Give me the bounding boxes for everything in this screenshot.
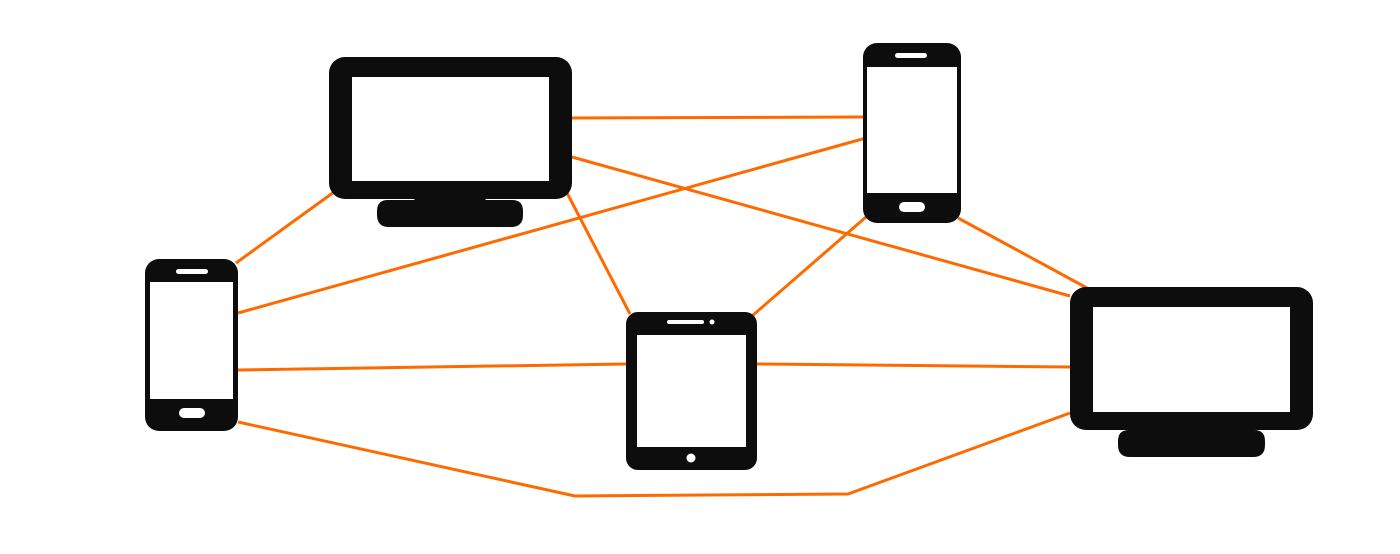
tablet-icon <box>626 312 757 470</box>
network-links <box>235 115 1088 498</box>
link-monitor-left-to-phone-top <box>569 115 865 120</box>
link-phone-top-to-monitor-right <box>957 216 1088 290</box>
link-tablet-center-to-monitor-right <box>756 362 1071 369</box>
smartphone-icon <box>145 259 238 431</box>
monitor-icon <box>329 57 572 227</box>
link-monitor-left-to-monitor-right <box>571 155 1071 298</box>
link-phone-left-to-monitor-right <box>237 411 1071 498</box>
link-monitor-left-to-phone-left <box>235 190 335 265</box>
monitor-icon <box>1070 287 1313 457</box>
link-monitor-left-to-tablet-center <box>564 190 632 315</box>
link-phone-left-to-tablet-center <box>237 362 627 372</box>
link-phone-top-to-tablet-center <box>751 215 867 318</box>
link-phone-top-to-phone-left <box>237 136 867 315</box>
smartphone-icon <box>863 43 961 223</box>
